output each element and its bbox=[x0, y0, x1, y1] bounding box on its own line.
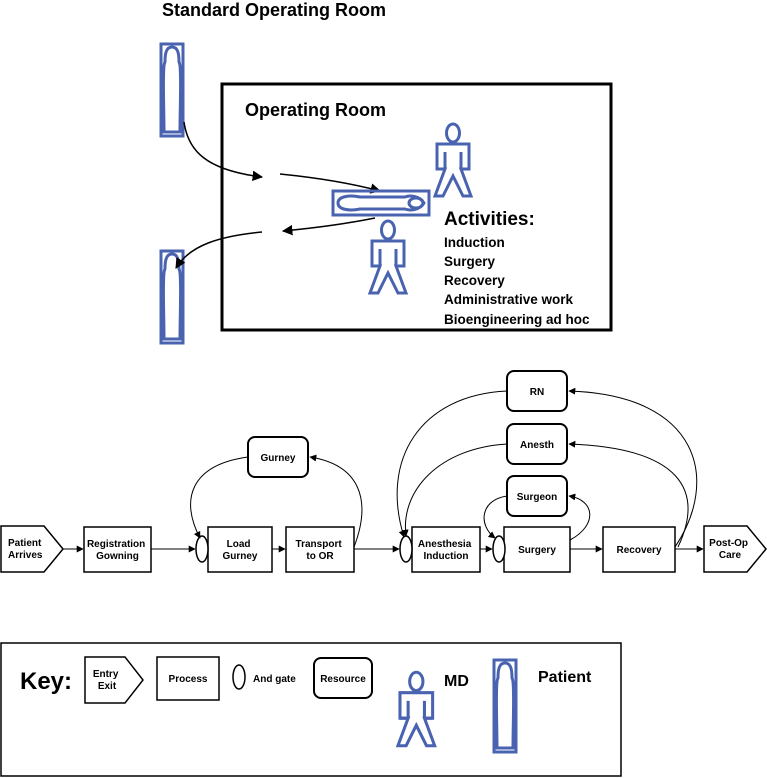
key-entry-exit-shape bbox=[84, 656, 144, 704]
anesth-resource-label: Anesth bbox=[520, 440, 554, 451]
activity-item: Recovery bbox=[444, 273, 505, 288]
post-op-node bbox=[703, 525, 767, 573]
surgeon-resource-label: Surgeon bbox=[517, 492, 558, 503]
rn-to-gate-line bbox=[396, 390, 508, 538]
activities-title: Activities: bbox=[444, 209, 535, 230]
operating-room-label: Operating Room bbox=[245, 100, 386, 120]
rn-resource-label: RN bbox=[530, 387, 544, 398]
key-md-icon bbox=[396, 670, 437, 748]
transport-to-gurney-line bbox=[309, 454, 363, 548]
operating-room-box bbox=[220, 82, 613, 332]
key-and-gate-shape bbox=[232, 664, 246, 690]
transport-label: Transport to OR bbox=[296, 539, 345, 562]
patient-arrives-label: Patient Arrives bbox=[8, 538, 44, 561]
key-resource-label: Resource bbox=[320, 674, 366, 685]
and-gate-load bbox=[195, 535, 209, 563]
exit-arrow bbox=[175, 231, 263, 269]
patient-leaving-icon bbox=[159, 249, 185, 345]
recovery-to-rn-line bbox=[568, 387, 698, 548]
patient-arrives-node bbox=[0, 525, 64, 573]
activity-item: Administrative work bbox=[444, 292, 574, 307]
resource-loops bbox=[190, 387, 698, 548]
key-title: Key: bbox=[20, 668, 72, 695]
surgery-to-surgeon-line bbox=[568, 493, 591, 541]
key-entry-exit-label: Entry Exit bbox=[93, 669, 121, 692]
patient-entering-icon bbox=[159, 42, 185, 138]
surgery-label: Surgery bbox=[518, 545, 556, 556]
to-table-arrow bbox=[279, 173, 382, 194]
md-upper-icon bbox=[433, 122, 473, 198]
activity-item: Bioengineering ad hoc bbox=[444, 312, 590, 327]
registration-label: Registration Gowning bbox=[87, 539, 148, 562]
key-and-gate-label: And gate bbox=[253, 674, 296, 685]
activity-item: Surgery bbox=[444, 254, 496, 269]
post-op-label: Post-Op Care bbox=[709, 538, 751, 561]
recovery-label: Recovery bbox=[616, 545, 661, 556]
from-table-arrow bbox=[281, 217, 376, 236]
key-md-label: MD bbox=[444, 673, 469, 690]
recovery-to-anesth-line bbox=[568, 440, 689, 548]
transport-node bbox=[285, 526, 355, 573]
entry-arrow bbox=[183, 121, 264, 182]
activity-item: Induction bbox=[444, 235, 505, 250]
load-gurney-label: Load Gurney bbox=[222, 539, 257, 562]
key-resource-shape bbox=[313, 657, 373, 699]
key-process-shape bbox=[156, 656, 220, 701]
and-gate-anesthesia bbox=[399, 535, 413, 563]
anesth-to-gate-line bbox=[401, 443, 508, 537]
anesthesia-induction-label: Anesthesia Induction bbox=[418, 539, 474, 562]
md-lower-icon bbox=[368, 219, 408, 295]
key-patient-label: Patient bbox=[538, 669, 592, 686]
and-gate-surgery bbox=[492, 535, 506, 563]
load-gurney-node bbox=[207, 526, 273, 573]
gurney-to-gate-line bbox=[190, 456, 249, 539]
gurney-resource-label: Gurney bbox=[260, 453, 295, 464]
surgeon-to-gate-line bbox=[483, 495, 508, 539]
key-patient-icon bbox=[492, 658, 518, 754]
lying-patient-icon bbox=[331, 189, 431, 217]
registration-node bbox=[83, 526, 152, 573]
key-box bbox=[0, 642, 622, 777]
key-process-label: Process bbox=[169, 674, 208, 685]
diagram-title: Standard Operating Room bbox=[162, 0, 386, 20]
